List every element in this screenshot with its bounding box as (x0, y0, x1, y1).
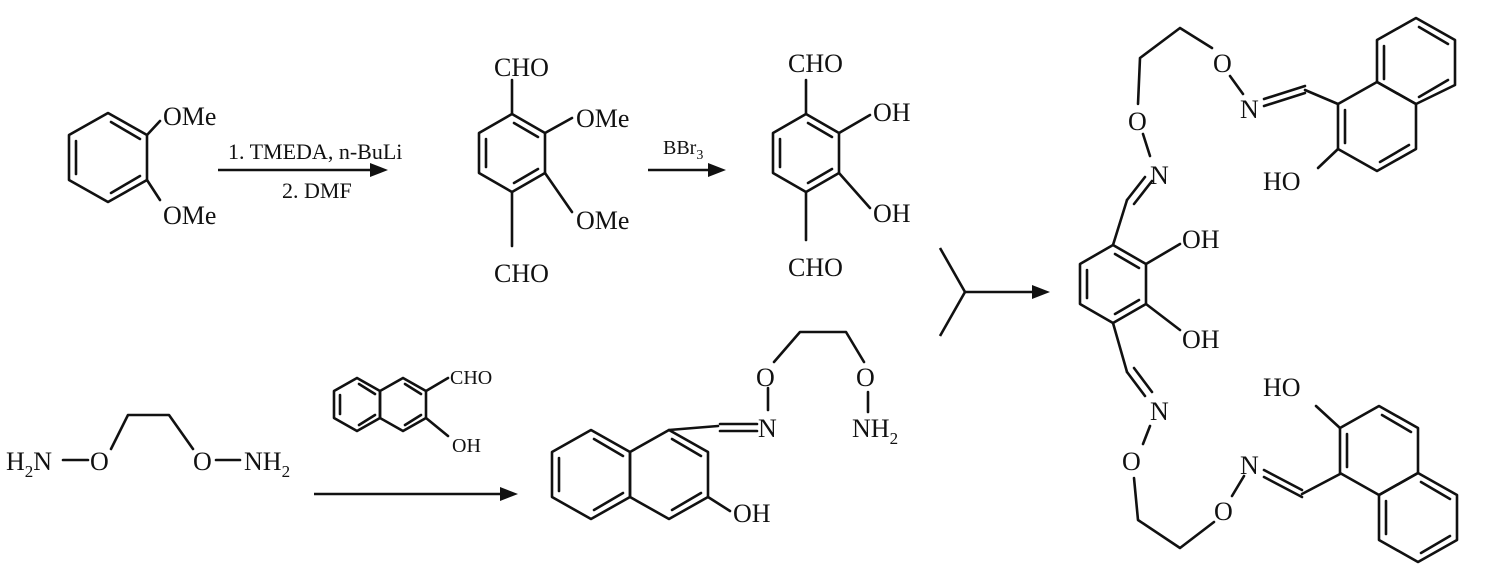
h2n-label: H2N (6, 447, 52, 481)
veratrole-ring (67, 111, 149, 204)
converging-arrow (938, 247, 1050, 337)
dihydroxy-dialdehyde-molecule: CHO CHO OH OH (771, 49, 911, 282)
ho-label: HO (1263, 373, 1301, 402)
cho-label: CHO (788, 253, 843, 282)
hydroxynaphthaldehyde-reagent: CHO OH (332, 367, 492, 457)
reagent-bbr3: BBr3 (663, 137, 703, 163)
ho-label: HO (1263, 167, 1301, 196)
dimethoxy-dialdehyde-molecule: CHO CHO OMe OMe (477, 53, 629, 288)
o-label: O (1214, 497, 1233, 526)
nh2-label: NH2 (244, 447, 290, 481)
oh-label: OH (1182, 225, 1220, 254)
nh2-label: NH2 (852, 414, 898, 448)
o-label: O (856, 363, 875, 392)
cho-label: CHO (788, 49, 843, 78)
reaction-arrow-1: 1. TMEDA, n-BuLi 2. DMF (218, 139, 402, 203)
product-upper-naphthol-ring-b (1375, 16, 1457, 106)
n-label: N (1240, 451, 1259, 480)
product-upper-naphthol-ring-a (1336, 80, 1418, 173)
o-label: O (90, 447, 109, 476)
ome-label: OMe (163, 201, 216, 230)
o-label: O (756, 363, 775, 392)
oh-label: OH (873, 98, 911, 127)
product-lower-naphthol-ring-b (1377, 471, 1459, 564)
o-label: O (193, 447, 212, 476)
intermediate-ring-a (550, 428, 632, 521)
veratrole-molecule: OMe OMe (67, 102, 216, 230)
oh-label: OH (1182, 325, 1220, 354)
bis-aminooxy-ethane-molecule: H2N O O NH2 (6, 413, 290, 481)
intermediate-ring-b (628, 428, 710, 521)
n-label: N (758, 414, 777, 443)
n-label: N (1150, 397, 1169, 426)
macrocycle-product-molecule: OH OH N O O N HO N O O N (1078, 16, 1459, 564)
reaction-arrow-3 (314, 487, 518, 501)
reagent-dmf: 2. DMF (282, 178, 352, 203)
o-label: O (1213, 49, 1232, 78)
oh-label: OH (873, 199, 911, 228)
mono-oxime-intermediate-molecule: N O O NH2 OH (550, 330, 898, 528)
o-label: O (1128, 107, 1147, 136)
dialdehyde-ring (477, 112, 547, 194)
ome-label: OMe (576, 104, 629, 133)
o-label: O (1122, 447, 1141, 476)
ome-label: OMe (163, 102, 216, 131)
ome-label: OMe (576, 206, 629, 235)
reaction-arrow-2: BBr3 (648, 137, 726, 177)
n-label: N (1150, 161, 1169, 190)
n-label: N (1240, 95, 1259, 124)
oh-label: OH (452, 435, 481, 457)
cho-label: CHO (494, 259, 549, 288)
cho-label: CHO (450, 367, 492, 389)
reagent-tmeda-nbuli: 1. TMEDA, n-BuLi (228, 139, 402, 164)
cho-label: CHO (494, 53, 549, 82)
oh-label: OH (733, 499, 771, 528)
reagent-ring-b (378, 376, 428, 433)
dihydroxy-ring (771, 112, 841, 194)
product-lower-naphthol-ring-a (1338, 404, 1420, 497)
product-central-ring (1078, 243, 1148, 325)
